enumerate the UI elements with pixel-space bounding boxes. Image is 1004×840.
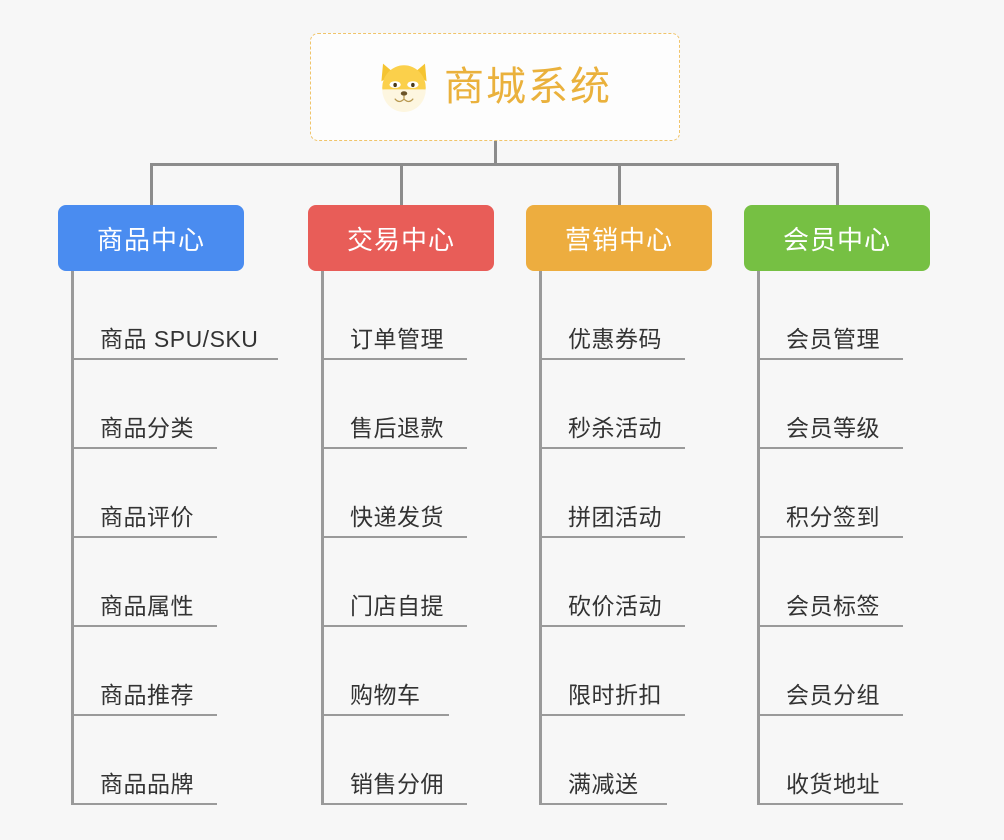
leaf-item[interactable]: 会员标签 — [746, 538, 976, 627]
leaf-item-label: 会员等级 — [786, 415, 880, 441]
leaf-item-label: 商品评价 — [100, 504, 194, 530]
leaf-item-label: 商品分类 — [100, 415, 194, 441]
leaf-item[interactable]: 快递发货 — [310, 449, 540, 538]
leaf-item-label: 销售分佣 — [350, 771, 444, 797]
leaf-item[interactable]: 商品 SPU/SKU — [60, 271, 290, 360]
leaf-item[interactable]: 商品品牌 — [60, 716, 290, 805]
leaf-item-label: 会员标签 — [786, 593, 880, 619]
leaf-item[interactable]: 收货地址 — [746, 716, 976, 805]
connector-root-stem — [494, 141, 497, 164]
leaf-underline — [539, 358, 685, 360]
leaf-item-label: 砍价活动 — [568, 593, 662, 619]
leaf-column-trade-center: 订单管理售后退款快递发货门店自提购物车销售分佣 — [310, 271, 540, 805]
leaf-item-label: 优惠券码 — [568, 326, 662, 352]
leaf-underline — [321, 447, 467, 449]
leaf-underline — [757, 803, 903, 805]
leaf-item-label: 商品 SPU/SKU — [100, 326, 259, 352]
leaf-item[interactable]: 满减送 — [528, 716, 758, 805]
leaf-item-label: 会员分组 — [786, 682, 880, 708]
leaf-underline — [539, 625, 685, 627]
category-box-product-center[interactable]: 商品中心 — [58, 205, 244, 271]
leaf-column-marketing-center: 优惠券码秒杀活动拼团活动砍价活动限时折扣满减送 — [528, 271, 758, 805]
connector-drop-1 — [150, 163, 153, 206]
leaf-item-label: 秒杀活动 — [568, 415, 662, 441]
leaf-item[interactable]: 砍价活动 — [528, 538, 758, 627]
leaf-underline — [539, 447, 685, 449]
leaf-underline — [71, 625, 217, 627]
connector-horizontal-bus — [150, 163, 838, 166]
leaf-underline — [757, 447, 903, 449]
leaf-item-label: 门店自提 — [350, 593, 444, 619]
leaf-column-product-center: 商品 SPU/SKU 商品分类商品评价商品属性商品推荐商品品牌 — [60, 271, 290, 805]
category-label: 营销中心 — [564, 224, 673, 255]
leaf-item[interactable]: 积分签到 — [746, 449, 976, 538]
leaf-item[interactable]: 商品推荐 — [60, 627, 290, 716]
leaf-item[interactable]: 拼团活动 — [528, 449, 758, 538]
category-label: 交易中心 — [346, 224, 455, 255]
leaf-underline — [757, 358, 903, 360]
leaf-underline — [757, 536, 903, 538]
leaf-item[interactable]: 商品属性 — [60, 538, 290, 627]
leaf-underline — [539, 803, 667, 805]
leaf-underline — [757, 625, 903, 627]
leaf-item-label: 快递发货 — [350, 504, 444, 530]
leaf-item[interactable]: 销售分佣 — [310, 716, 540, 805]
leaf-item-label: 商品品牌 — [100, 771, 194, 797]
connector-drop-3 — [618, 163, 621, 206]
leaf-item[interactable]: 秒杀活动 — [528, 360, 758, 449]
leaf-underline — [71, 714, 217, 716]
leaf-item-label: 积分签到 — [786, 504, 880, 530]
leaf-item[interactable]: 购物车 — [310, 627, 540, 716]
root-node[interactable]: 商城系统 — [310, 33, 680, 141]
leaf-underline — [71, 536, 217, 538]
connector-drop-4 — [836, 163, 839, 206]
leaf-underline — [539, 714, 685, 716]
leaf-item-label: 售后退款 — [350, 415, 444, 441]
leaf-item-label: 限时折扣 — [568, 682, 662, 708]
leaf-item-label: 会员管理 — [786, 326, 880, 352]
leaf-item[interactable]: 订单管理 — [310, 271, 540, 360]
leaf-underline — [321, 714, 449, 716]
leaf-item-label: 收货地址 — [786, 771, 880, 797]
leaf-underline — [539, 536, 685, 538]
leaf-underline — [71, 447, 217, 449]
leaf-item-label: 满减送 — [568, 771, 639, 797]
category-box-member-center[interactable]: 会员中心 — [744, 205, 930, 271]
leaf-underline — [321, 358, 467, 360]
leaf-item[interactable]: 商品分类 — [60, 360, 290, 449]
leaf-item[interactable]: 商品评价 — [60, 449, 290, 538]
leaf-underline — [321, 625, 467, 627]
leaf-item-label: 订单管理 — [350, 326, 444, 352]
leaf-item-label: 商品属性 — [100, 593, 194, 619]
leaf-column-member-center: 会员管理会员等级积分签到会员标签会员分组收货地址 — [746, 271, 976, 805]
leaf-item-label: 商品推荐 — [100, 682, 194, 708]
leaf-underline — [321, 536, 467, 538]
root-title: 商城系统 — [444, 65, 612, 109]
shiba-dog-icon — [378, 62, 430, 112]
category-box-trade-center[interactable]: 交易中心 — [308, 205, 494, 271]
leaf-underline — [71, 358, 278, 360]
leaf-item-label: 购物车 — [350, 682, 421, 708]
leaf-item[interactable]: 会员管理 — [746, 271, 976, 360]
leaf-item[interactable]: 门店自提 — [310, 538, 540, 627]
leaf-underline — [321, 803, 467, 805]
connector-drop-2 — [400, 163, 403, 206]
leaf-item[interactable]: 会员等级 — [746, 360, 976, 449]
leaf-item-label: 拼团活动 — [568, 504, 662, 530]
leaf-item[interactable]: 限时折扣 — [528, 627, 758, 716]
category-box-marketing-center[interactable]: 营销中心 — [526, 205, 712, 271]
leaf-item[interactable]: 会员分组 — [746, 627, 976, 716]
leaf-underline — [757, 714, 903, 716]
category-label: 商品中心 — [96, 224, 205, 255]
leaf-item[interactable]: 售后退款 — [310, 360, 540, 449]
leaf-underline — [71, 803, 217, 805]
category-label: 会员中心 — [782, 224, 891, 255]
leaf-item[interactable]: 优惠券码 — [528, 271, 758, 360]
